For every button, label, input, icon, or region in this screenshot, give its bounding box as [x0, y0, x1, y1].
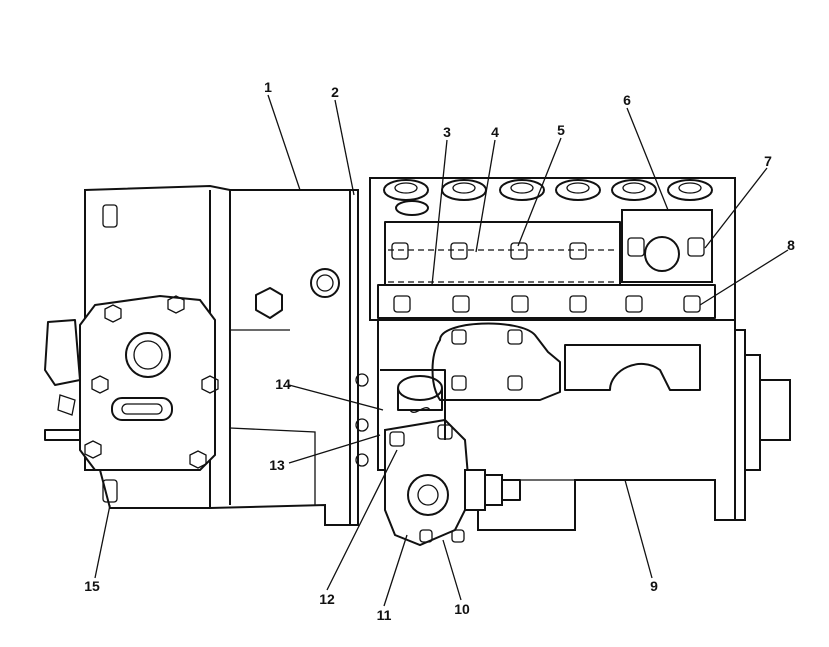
callout-6: 6 [623, 92, 631, 108]
callout-3: 3 [443, 124, 451, 140]
callout-11: 11 [377, 607, 392, 623]
upper-bolt-row [391, 242, 587, 260]
callout-4: 4 [491, 124, 499, 140]
fuel-transfer-pump [380, 369, 521, 547]
callout-2: 2 [331, 84, 339, 100]
inspection-cover-bolts [451, 329, 523, 391]
pump-housing [369, 177, 791, 531]
callout-14: 14 [275, 376, 291, 392]
callout-10: 10 [454, 601, 470, 617]
callout-8: 8 [787, 237, 795, 253]
callout-13: 13 [269, 457, 285, 473]
callout-12: 12 [319, 591, 335, 607]
callout-labels: 1 2 3 4 5 6 7 8 9 10 11 12 13 14 15 [84, 79, 795, 623]
lower-bolt-row [393, 295, 701, 313]
end-plate-bolts [84, 295, 219, 469]
callout-5: 5 [557, 122, 565, 138]
callout-1: 1 [264, 79, 272, 95]
callout-15: 15 [84, 578, 100, 594]
governor-housing [44, 184, 354, 526]
callout-9: 9 [650, 578, 658, 594]
adapter-plate [349, 189, 369, 526]
callout-7: 7 [764, 153, 772, 169]
leader-lines [94, 94, 789, 607]
